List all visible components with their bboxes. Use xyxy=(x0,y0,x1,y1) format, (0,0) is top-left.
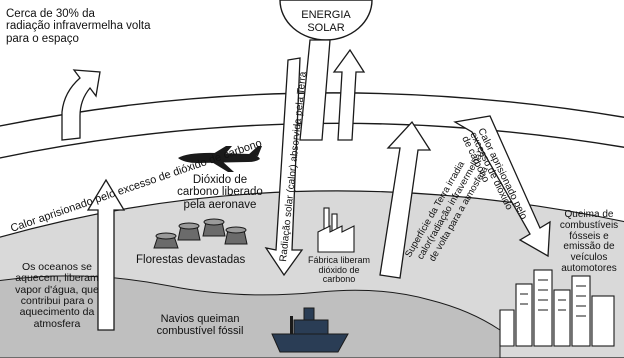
surface-ir-up-arrow xyxy=(379,120,432,279)
factory-line3: carbono xyxy=(322,274,356,285)
up-arrow-right-of-sun xyxy=(332,48,366,141)
oceans-label: Os oceanos se aquecem, liberam vapor d'á… xyxy=(2,261,112,330)
atmosphere-band xyxy=(0,92,624,159)
vehicles-line3: fósseis e xyxy=(569,230,609,242)
tree-stumps-icon xyxy=(153,218,248,249)
factory-icon xyxy=(317,207,355,253)
ir-return-line3: para o espaço xyxy=(6,32,79,45)
oceans-line2: aquecem, liberam xyxy=(15,272,99,285)
oceans-line3: vapor d'água, que xyxy=(15,283,99,296)
ir-to-space-arrow xyxy=(61,69,101,141)
solar-down-arrow xyxy=(264,57,304,277)
ships-line2: combustível fóssil xyxy=(156,324,244,337)
ir-return-line1: Cerca de 30% da xyxy=(6,8,95,20)
factory-label: Fábrica liberam dióxido de carbono xyxy=(300,255,378,285)
vehicles-line4: emissão de xyxy=(563,241,615,253)
oceans-line1: Os oceanos se xyxy=(21,261,93,273)
trapped-heat-right-arrow xyxy=(453,115,551,258)
ir-return-line2: radiação infravermelha volta xyxy=(6,20,151,33)
ships-label: Navios queiman combustível fóssil xyxy=(138,313,262,338)
aircraft-line3: pela aeronave xyxy=(183,198,257,211)
oceans-line5: aquecimento da xyxy=(19,306,95,319)
ship-icon xyxy=(271,307,349,353)
aircraft-line1: Dióxido de xyxy=(192,174,248,186)
vehicles-line6: automotores xyxy=(561,262,617,274)
sun-label-line1: ENERGIA xyxy=(301,9,351,21)
ships-line1: Navios queiman xyxy=(160,313,240,325)
airplane-icon xyxy=(178,146,262,172)
vehicles-line2: combustíveis xyxy=(559,219,619,231)
vehicles-line1: Queima de xyxy=(564,209,614,220)
sun-label-line2: SOLAR xyxy=(307,22,344,34)
ir-return-label: Cerca de 30% da radiação infravermelha v… xyxy=(6,8,150,45)
oceans-line4: contribui para o xyxy=(20,294,94,307)
aircraft-label: Dióxido de carbono liberado pela aeronav… xyxy=(170,174,270,211)
factory-line2: dióxido de xyxy=(318,264,360,275)
forests-label: Florestas devastadas xyxy=(136,254,246,266)
vehicles-line5: veículos xyxy=(570,252,608,264)
oceans-line6: atmosfera xyxy=(33,317,81,330)
factory-line1: Fábrica liberam xyxy=(307,255,371,265)
vehicles-label: Queima de combustíveis fósseis e emissão… xyxy=(554,209,624,275)
solar-reflect-arrow xyxy=(299,39,331,141)
aircraft-line2: carbono liberado xyxy=(177,186,263,199)
ocean-vapor-up-arrow xyxy=(86,178,126,331)
city-buildings-icon xyxy=(499,269,615,347)
